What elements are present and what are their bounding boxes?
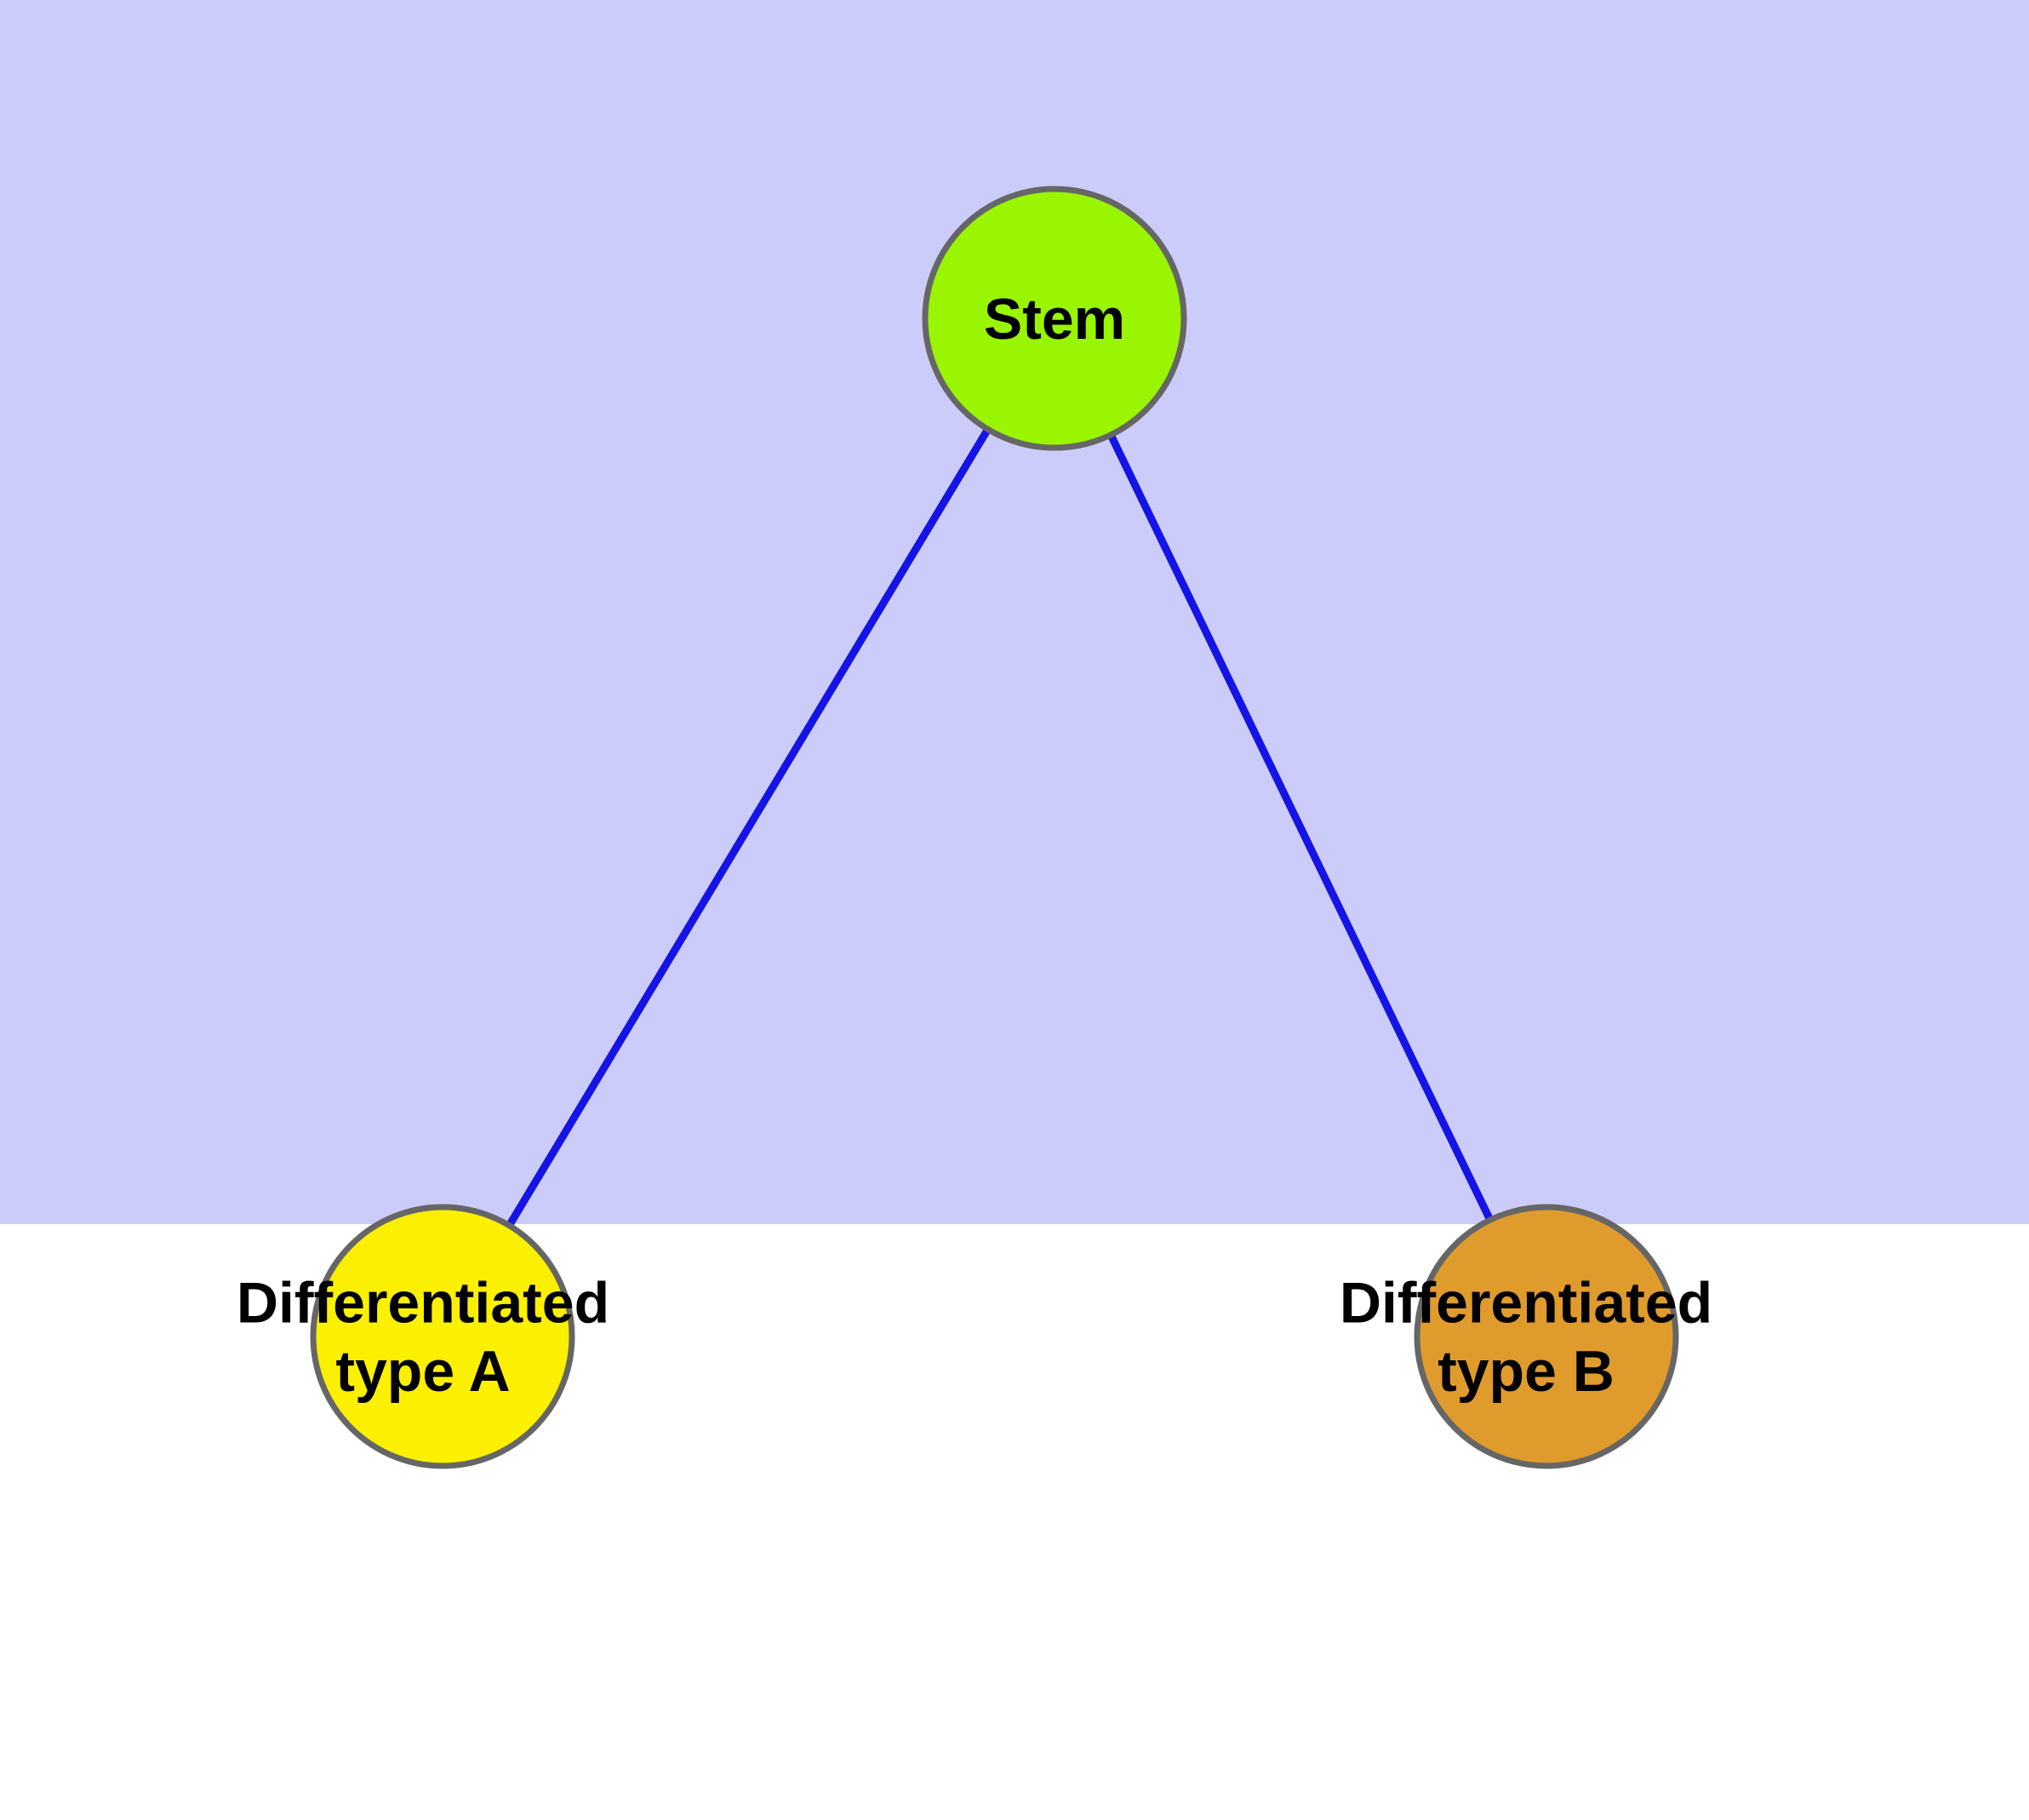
edge-stem-to-diff-b: [1050, 317, 1551, 1338]
plot-background: [0, 0, 2029, 1224]
edge-layer: [439, 316, 1551, 1339]
node-label-line: Differentiated: [1340, 1271, 1712, 1336]
node-label-line: Differentiated: [237, 1271, 609, 1336]
node-label-stem: Stem: [984, 287, 1125, 352]
node-diff_a[interactable]: [310, 1204, 575, 1469]
node-diff_b[interactable]: [1414, 1204, 1679, 1469]
node-label-line: type B: [1437, 1339, 1615, 1404]
node-label-line: Stem: [984, 287, 1125, 352]
edge-stem-to-diff-a: [439, 316, 1058, 1339]
node-layer: [310, 186, 1679, 1469]
node-stem[interactable]: [922, 186, 1187, 451]
node-label-line: type A: [335, 1339, 510, 1404]
